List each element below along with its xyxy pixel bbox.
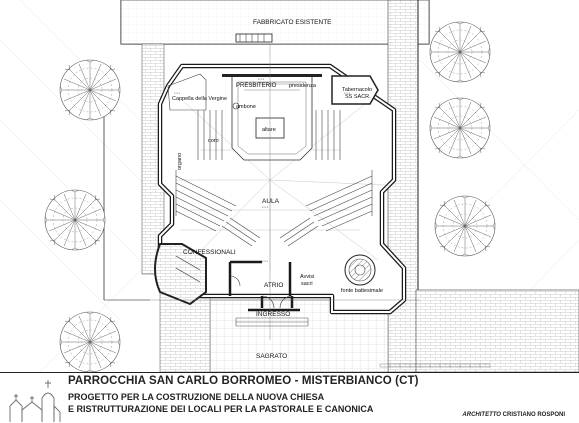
tree-canopy-icon — [59, 59, 121, 121]
confessionals-label: CONFESSIONALI — [183, 249, 236, 256]
scale-bar — [379, 363, 491, 368]
title-block: PARROCCHIA SAN CARLO BORROMEO - MISTERBI… — [0, 372, 579, 423]
existing-building — [120, 0, 430, 45]
svg-text:x x x: x x x — [174, 91, 181, 95]
presbytery-label: PRESBITERIO — [236, 83, 277, 89]
tabernacle-label-line1: Tabernacolo — [342, 87, 372, 93]
altar-label: altare — [262, 127, 276, 133]
baptismal-font — [344, 254, 376, 286]
presbytery-platform — [222, 74, 322, 161]
architect-credit: ARCHITETTO CRISTIANO ROSPONI — [462, 412, 565, 418]
presidency-label: presidenza — [289, 83, 317, 89]
atrium-walls — [228, 260, 300, 312]
svg-text:x x x: x x x — [262, 259, 269, 263]
project-title: PARROCCHIA SAN CARLO BORROMEO - MISTERBI… — [68, 375, 419, 387]
church-silhouette-icon — [9, 380, 61, 422]
baptismal-font-label: fonte battesimale — [341, 288, 383, 294]
tree-canopy-icon — [44, 189, 106, 251]
tabernacle-niche — [331, 75, 379, 105]
atrium-label: ATRIO — [264, 282, 283, 289]
title-divider — [0, 372, 579, 373]
svg-text:x x x: x x x — [258, 77, 265, 81]
confessionals-wing — [154, 243, 207, 306]
floor-plan: FABBRICATO ESISTENTE — [0, 0, 579, 372]
ambo-label: ambone — [236, 104, 256, 110]
entrance-steps — [235, 317, 309, 327]
pews — [175, 110, 373, 247]
choir-label: coro — [208, 138, 219, 144]
notices-label-line2: sacri — [301, 281, 313, 287]
tabernacle-label-line2: SS SACR. — [345, 94, 371, 100]
notices-label-line1: Avvisi — [300, 274, 314, 280]
virgin-chapel-label: Cappella della Vergine — [172, 96, 227, 102]
tree-canopy-icon — [59, 311, 121, 372]
tree-canopy-icon — [429, 21, 491, 83]
project-subtitle-line1: PROGETTO PER LA COSTRUZIONE DELLA NUOVA … — [68, 392, 325, 402]
hall-label: AULA — [262, 198, 280, 205]
project-subtitle-line2: E RISTRUTTURAZIONE DEI LOCALI PER LA PAS… — [68, 404, 374, 414]
tree-canopy-icon — [434, 195, 496, 257]
virgin-chapel-niche — [167, 73, 207, 111]
architect-role: ARCHITETTO — [462, 412, 501, 418]
organ-label: organo — [177, 153, 183, 170]
entrance-label: INGRESSO — [256, 311, 290, 318]
dimension-ticks: x x x x x x x x x x x x x x x — [174, 77, 351, 263]
atrium-doors — [229, 275, 293, 309]
existing-building-label: FABBRICATO ESISTENTE — [253, 19, 332, 26]
churchyard-label: SAGRATO — [256, 353, 287, 360]
svg-text:x x x: x x x — [262, 205, 269, 209]
svg-text:x x x: x x x — [344, 91, 351, 95]
tree-canopy-icon — [429, 97, 491, 159]
architect-name: CRISTIANO ROSPONI — [502, 412, 565, 418]
